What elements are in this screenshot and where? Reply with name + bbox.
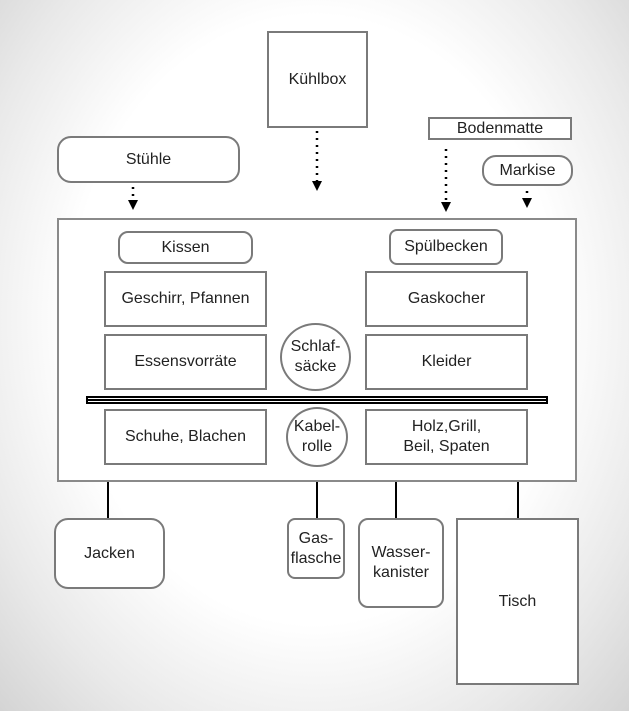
essensvorraete-box: Essensvorräte [104, 334, 267, 390]
schuhe-box: Schuhe, Blachen [104, 409, 267, 465]
kuehlbox-box: Kühlbox [267, 31, 368, 128]
gasflasche-box: Gas- flasche [287, 518, 345, 579]
holz-box: Holz,Grill, Beil, Spaten [365, 409, 528, 465]
kabelrolle-circle: Kabel- rolle [286, 407, 348, 467]
bodenmatte-box: Bodenmatte [428, 117, 572, 140]
tisch-box: Tisch [456, 518, 579, 685]
kleider-box: Kleider [365, 334, 528, 390]
jacken-box: Jacken [54, 518, 165, 589]
geschirr-box: Geschirr, Pfannen [104, 271, 267, 327]
markise-box: Markise [482, 155, 573, 186]
stuehle-box: Stühle [57, 136, 240, 183]
gaskocher-box: Gaskocher [365, 271, 528, 327]
kissen-box: Kissen [118, 231, 253, 264]
spuelbecken-box: Spülbecken [389, 229, 503, 265]
schlafsaecke-circle: Schlaf- säcke [280, 323, 351, 391]
wasserkanister-box: Wasser- kanister [358, 518, 444, 608]
shelf-divider-core [88, 399, 546, 401]
